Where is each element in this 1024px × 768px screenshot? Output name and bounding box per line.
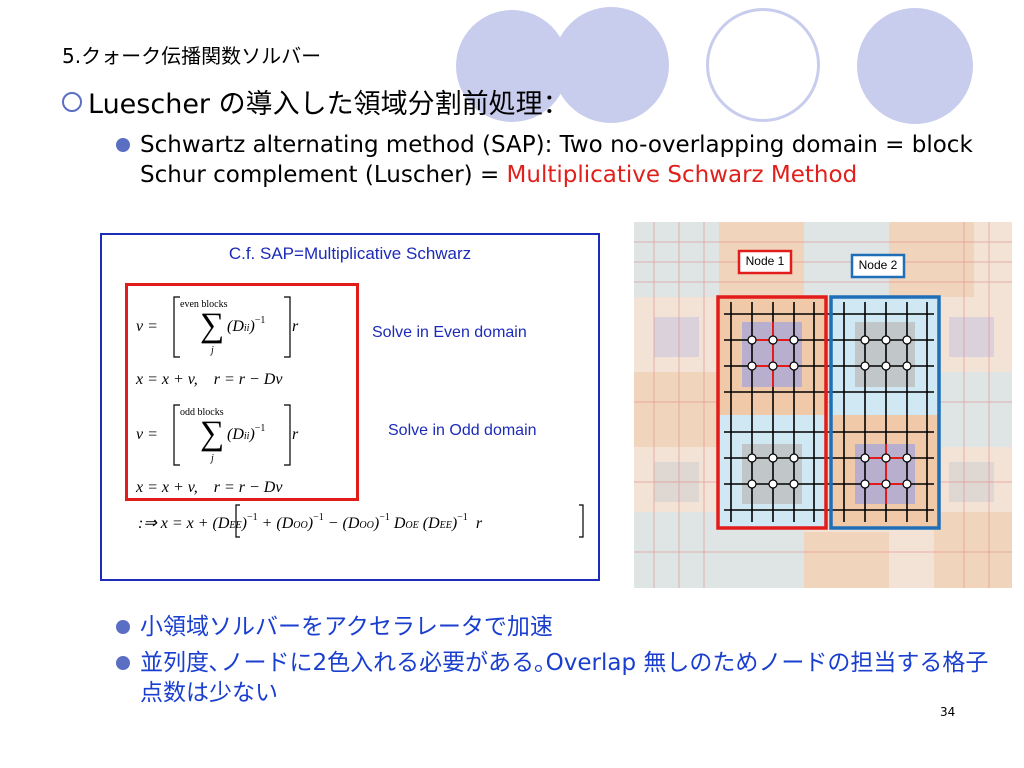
bullet-sap-text: Schwartz alternating method (SAP): Two n… xyxy=(140,132,973,188)
node2-label: Node 2 xyxy=(858,258,898,272)
equation-box: C.f. SAP=Multiplicative Schwarz v = even… xyxy=(100,233,600,581)
bullet-sap: Schwartz alternating method (SAP): Two n… xyxy=(116,130,1006,190)
bullet-parallelism: 並列度､ノードに2色入れる必要がある｡Overlap 無しのためノードの担当する… xyxy=(116,648,1006,708)
eq-v-lhs: v = xyxy=(136,318,158,335)
eq-r: r xyxy=(292,318,299,335)
lattice-domain-figure: Node 1 Node 2 xyxy=(634,222,1012,588)
page-number: 34 xyxy=(940,705,956,719)
bullet-accelerator-text: 小領域ソルバーをアクセラレータで加速 xyxy=(140,614,553,640)
eq-sum-index-odd: j xyxy=(211,453,214,464)
eq-sum-odd-top: odd blocks xyxy=(180,407,224,418)
eq-v-lhs-odd: v = xyxy=(136,426,158,443)
eq-sum-index: j xyxy=(211,345,214,356)
decorative-circle xyxy=(456,10,568,122)
node1-domain-outline xyxy=(716,295,828,530)
eq-inverse-dii: (Dii)−1 xyxy=(227,315,266,335)
sum-sigma-icon: ∑ xyxy=(200,415,225,452)
bullet-dot-icon xyxy=(116,656,130,670)
eq-update-even: x = x + v, r = r − Dv xyxy=(136,371,283,388)
ring-bullet-icon xyxy=(62,91,82,112)
heading: Luescher の導入した領域分割前処理： xyxy=(62,82,570,121)
even-domain-label: Solve in Even domain xyxy=(372,324,527,341)
eq-inverse-dii-odd: (Dii)−1 xyxy=(227,423,266,443)
odd-domain-label: Solve in Odd domain xyxy=(388,422,537,439)
decorative-circle xyxy=(553,7,669,123)
bullet-parallelism-text: 並列度､ノードに2色入れる必要がある｡Overlap 無しのためノードの担当する… xyxy=(140,650,989,706)
node2-domain-outline xyxy=(829,295,941,530)
sap-steps-box xyxy=(125,283,359,501)
eq-sum-even-top: even blocks xyxy=(180,299,228,310)
equation-box-title: C.f. SAP=Multiplicative Schwarz xyxy=(228,244,472,263)
eq-r-odd: r xyxy=(292,426,299,443)
decorative-circle-outline xyxy=(706,8,820,122)
slide-title: 5.クォーク伝播関数ソルバー xyxy=(62,44,322,68)
bullet-accelerator: 小領域ソルバーをアクセラレータで加速 xyxy=(116,612,553,642)
bullet-dot-icon xyxy=(116,620,130,634)
decorative-circle xyxy=(857,8,973,124)
bullet-sap-highlight: Multiplicative Schwarz Method xyxy=(506,162,858,188)
bullet-dot-icon xyxy=(116,138,130,152)
node1-label: Node 1 xyxy=(745,254,785,268)
eq-final: :⇒ x = x + (DEE)−1 + (DOO)−1 − (DOO)−1 D… xyxy=(138,512,483,532)
equation-brackets xyxy=(173,296,584,538)
heading-text: Luescher の導入した領域分割前処理： xyxy=(88,89,570,120)
eq-update-odd: x = x + v, r = r − Dv xyxy=(136,479,283,496)
lattice-svg xyxy=(634,222,1012,588)
sum-sigma-icon: ∑ xyxy=(200,307,225,344)
